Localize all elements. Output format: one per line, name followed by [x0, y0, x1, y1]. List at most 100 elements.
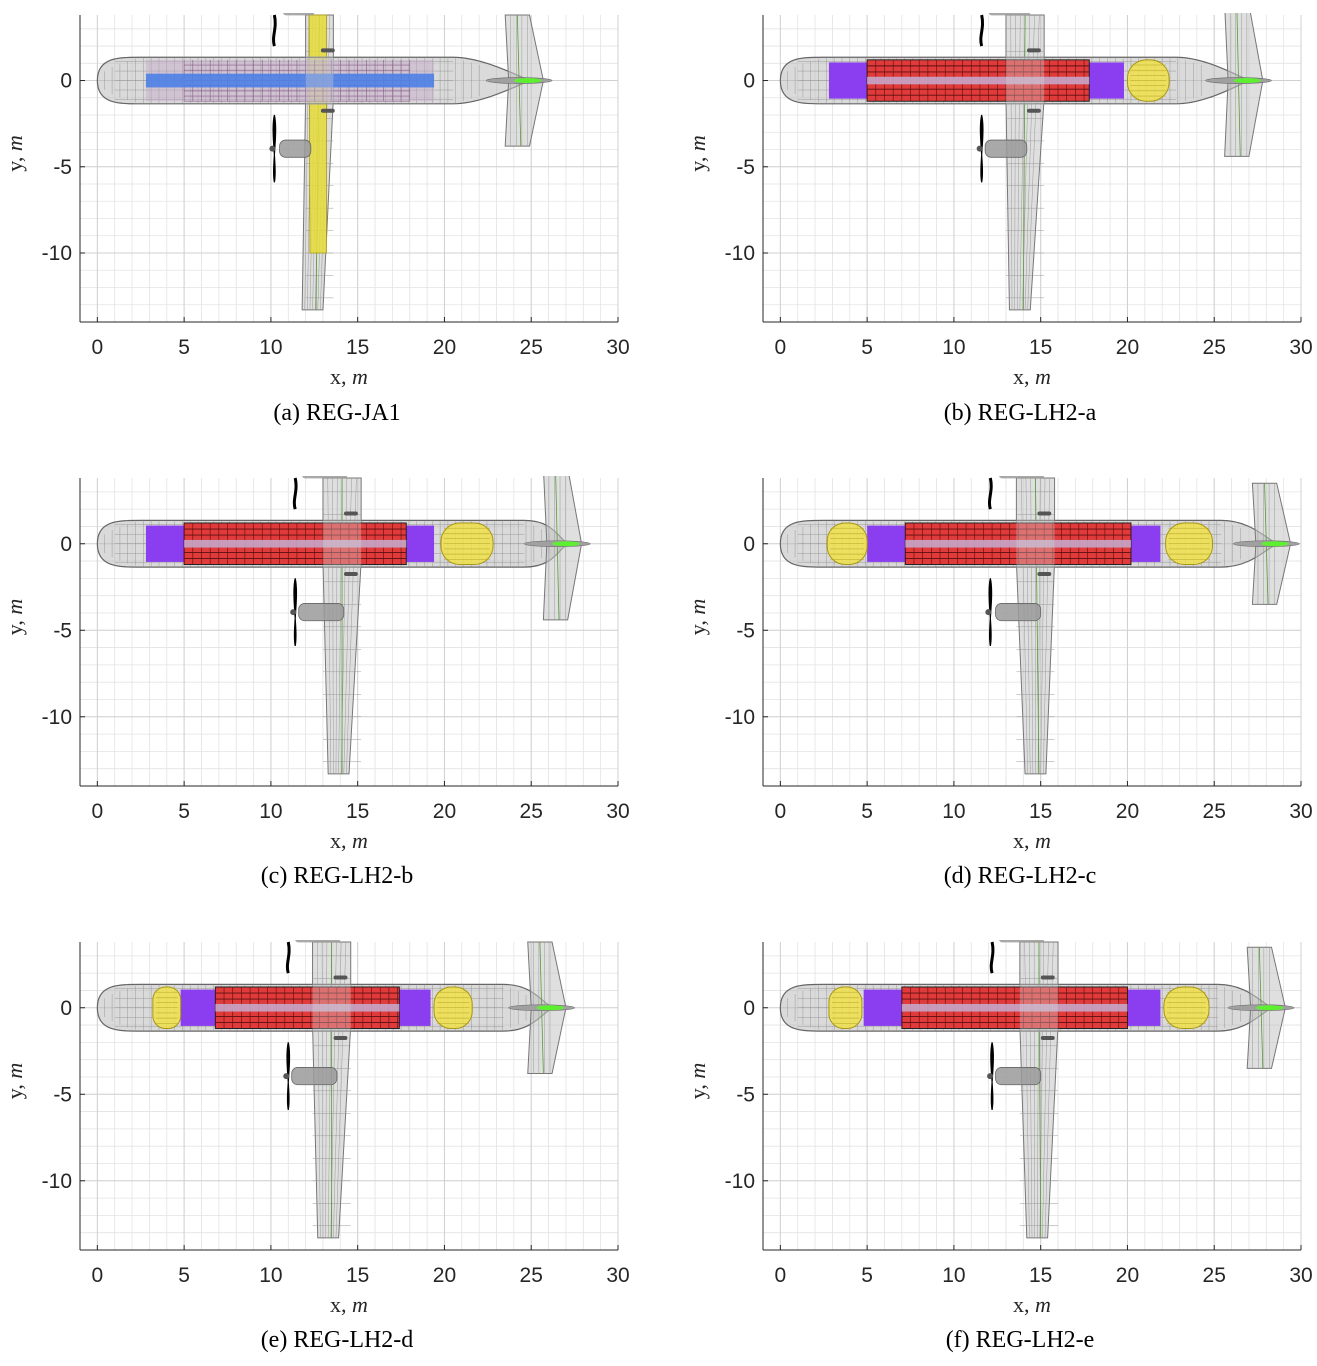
x-tick-label: 0: [775, 1264, 787, 1287]
x-tick-label: 15: [1029, 336, 1052, 359]
x-tick-label: 20: [1116, 336, 1139, 359]
axes: [762, 478, 1302, 787]
x-tick-label: 15: [1029, 1264, 1052, 1287]
y-tick-label: 0: [743, 997, 755, 1020]
y-tick-label: 0: [60, 997, 72, 1020]
upper-nacelle: [283, 13, 315, 16]
lower-gear-pod: [320, 108, 335, 113]
panel-caption: (e) REG-LH2-d: [261, 1327, 414, 1353]
y-tick-label: -10: [725, 1170, 755, 1193]
x-tick-label: 25: [1203, 336, 1226, 359]
front-cargo-hold: [180, 989, 216, 1026]
rear-cargo-hold: [1089, 62, 1124, 99]
x-tick-label: 5: [178, 800, 190, 823]
y-axis-label: y, m: [2, 1063, 27, 1099]
wing-root-overlay: [1005, 56, 1045, 105]
x-tick-label: 20: [1116, 800, 1139, 823]
spinner: [976, 145, 983, 152]
tail-nozzle: [552, 541, 580, 547]
front-cargo-hold: [145, 525, 185, 562]
panel-caption: (b) REG-LH2-a: [944, 400, 1097, 426]
axes: [79, 15, 619, 323]
tail-nozzle: [513, 78, 542, 84]
front-cargo-hold: [863, 989, 902, 1026]
upper-nacelle: [295, 940, 341, 943]
upper-nacelle: [302, 476, 348, 479]
upper-nacelle: [999, 476, 1045, 479]
front-cargo-hold: [867, 525, 906, 562]
panel-caption: (f) REG-LH2-e: [946, 1327, 1095, 1353]
wing-root-overlay: [312, 983, 351, 1032]
x-tick-label: 15: [346, 336, 369, 359]
x-tick-label: 10: [942, 336, 965, 359]
lower-gear-pod: [1026, 108, 1041, 113]
panel-caption: (d) REG-LH2-c: [944, 863, 1097, 889]
x-tick-label: 25: [1203, 800, 1226, 823]
x-tick-label: 0: [92, 336, 104, 359]
x-tick-label: 10: [942, 800, 965, 823]
spinner: [985, 609, 992, 616]
cabin-aisle: [867, 76, 1090, 85]
y-tick-label: -5: [53, 156, 72, 179]
x-tick-label: 20: [433, 1264, 456, 1287]
x-axis-label: x, m: [1013, 1292, 1051, 1317]
x-tick-label: 30: [1289, 800, 1312, 823]
x-tick-label: 5: [861, 1264, 873, 1287]
y-tick-label: -5: [736, 156, 755, 179]
cabin-aisle: [215, 1003, 400, 1012]
panel-caption: (a) REG-JA1: [273, 400, 400, 426]
engine-nacelle: [984, 139, 1028, 158]
x-tick-label: 5: [861, 800, 873, 823]
aircraft: [96, 13, 553, 311]
x-axis-label: x, m: [330, 828, 368, 853]
y-tick-label: 0: [60, 533, 72, 556]
upper-nacelle: [999, 940, 1045, 943]
axes: [79, 942, 619, 1251]
y-tick-label: 0: [743, 70, 755, 93]
engine-nacelle: [995, 603, 1042, 622]
x-axis-label: x, m: [330, 1292, 368, 1317]
y-tick-label: -10: [42, 242, 72, 265]
engine-nacelle: [298, 603, 345, 622]
cabin-aisle: [901, 1003, 1128, 1012]
y-tick-label: -5: [736, 619, 755, 642]
x-tick-label: 20: [433, 800, 456, 823]
x-tick-label: 25: [520, 336, 543, 359]
upper-propeller: [979, 14, 985, 47]
x-tick-label: 10: [259, 336, 282, 359]
upper-propeller: [989, 941, 995, 974]
upper-gear-pod: [1040, 975, 1055, 980]
wing-root-overlay: [1016, 519, 1055, 568]
engine-nacelle: [995, 1067, 1042, 1086]
spinner: [290, 609, 297, 616]
x-tick-label: 5: [861, 336, 873, 359]
upper-gear-pod: [343, 511, 358, 516]
cabin-aisle: [145, 73, 435, 88]
lower-gear-pod: [333, 1036, 348, 1041]
rear-cargo-hold: [1130, 525, 1161, 562]
axes: [762, 15, 1302, 323]
aircraft: [96, 476, 591, 775]
x-axis-label: x, m: [330, 364, 368, 389]
x-tick-label: 0: [92, 1264, 104, 1287]
aircraft: [779, 13, 1272, 311]
wing-root-overlay: [322, 519, 362, 568]
y-tick-label: -10: [42, 1170, 72, 1193]
upper-gear-pod: [333, 975, 348, 980]
wing-root-overlay: [305, 56, 334, 105]
tail-nozzle: [1255, 1005, 1284, 1011]
x-tick-label: 5: [178, 1264, 190, 1287]
rear-cargo-hold: [1127, 989, 1161, 1026]
y-tick-label: -5: [736, 1083, 755, 1106]
front-cargo-hold: [828, 62, 868, 99]
y-axis-label: y, m: [685, 599, 710, 635]
aircraft: [779, 476, 1300, 775]
x-axis-label: x, m: [1013, 828, 1051, 853]
x-tick-label: 30: [606, 1264, 629, 1287]
x-tick-label: 0: [775, 336, 787, 359]
upper-propeller: [285, 941, 291, 974]
x-tick-label: 15: [346, 800, 369, 823]
